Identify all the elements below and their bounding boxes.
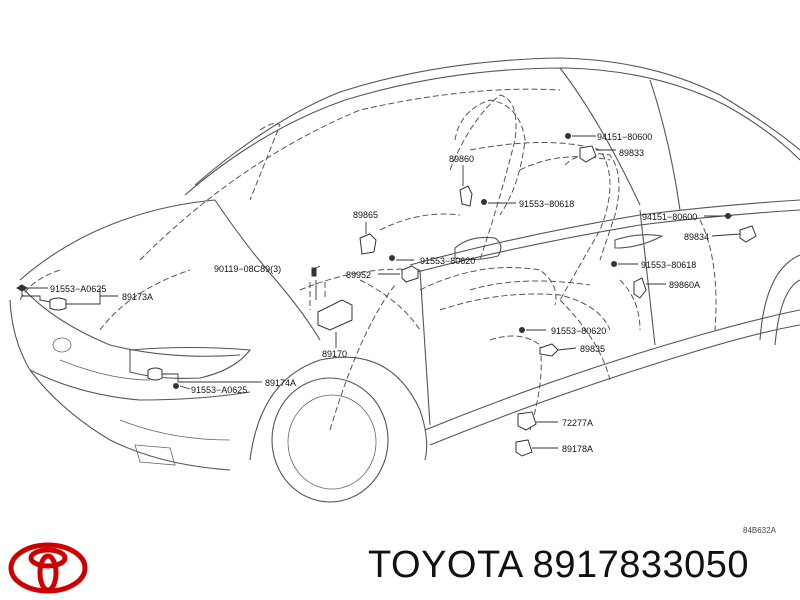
label-89178a[interactable]: 89178A xyxy=(562,444,593,454)
label-72277a[interactable]: 72277A xyxy=(562,418,593,428)
label-90119-08c89[interactable]: 90119−08C89(3) xyxy=(214,264,281,274)
label-89860[interactable]: 89860 xyxy=(449,154,474,164)
label-91553-a0625-a[interactable]: 91553−A0625 xyxy=(50,284,106,294)
label-89833[interactable]: 89833 xyxy=(619,148,644,158)
label-89174a[interactable]: 89174A xyxy=(265,378,296,388)
label-91553-80618-b[interactable]: 91553−80618 xyxy=(641,260,696,270)
leader-lines xyxy=(21,135,741,449)
parts xyxy=(16,133,757,457)
label-91553-80620-a[interactable]: 91553−80620 xyxy=(420,256,475,266)
label-94151-80600-b[interactable]: 94151−80600 xyxy=(642,212,697,222)
label-91553-80618-a[interactable]: 91553−80618 xyxy=(519,199,574,209)
diagram-code: 84B632A xyxy=(743,526,777,535)
label-89835[interactable]: 89835 xyxy=(580,344,605,354)
label-89173a[interactable]: 89173A xyxy=(122,292,153,302)
label-91553-a0625-b[interactable]: 91553−A0625 xyxy=(191,385,247,395)
label-94151-80600-a[interactable]: 94151−80600 xyxy=(597,132,652,142)
page-title: TOYOTA 8917833050 xyxy=(368,544,750,586)
label-91553-80620-b[interactable]: 91553−80620 xyxy=(551,326,606,336)
label-89865[interactable]: 89865 xyxy=(353,210,378,220)
toyota-logo xyxy=(8,542,88,594)
part-labels: 89860 94151−80600 89833 91553−80618 8986… xyxy=(50,132,777,535)
label-89170[interactable]: 89170 xyxy=(322,349,347,359)
label-89834[interactable]: 89834 xyxy=(684,232,709,242)
label-89860a[interactable]: 89860A xyxy=(669,280,700,290)
label-89952[interactable]: 89952 xyxy=(346,270,371,280)
